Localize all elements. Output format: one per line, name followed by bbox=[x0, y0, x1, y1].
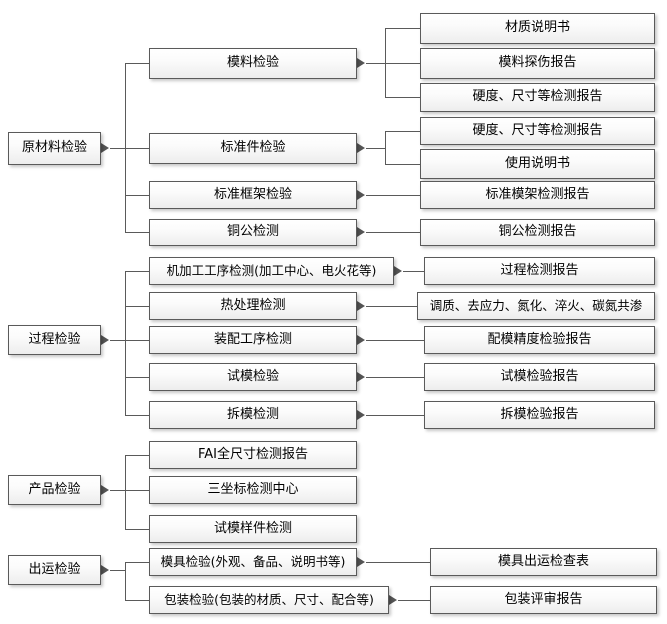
connector-process-d1 bbox=[403, 271, 425, 272]
node-process-c2[interactable]: 热处理检测 bbox=[149, 292, 357, 320]
connector-shipment-spine bbox=[125, 562, 126, 600]
arrow-shipment-c2 bbox=[389, 595, 397, 605]
node-process-c1[interactable]: 机加工工序检测(加工中心、电火花等) bbox=[149, 257, 394, 285]
node-shipment-d1[interactable]: 模具出运检查表 bbox=[430, 548, 657, 576]
arrow-process-c3 bbox=[357, 335, 365, 345]
connector-process-c5 bbox=[125, 415, 150, 416]
connector-process-d3 bbox=[366, 340, 424, 341]
node-process-c5[interactable]: 拆模检测 bbox=[149, 401, 357, 429]
connector-process-root bbox=[110, 340, 126, 341]
connector-process-d5 bbox=[366, 415, 424, 416]
connector-raw-c2-in bbox=[366, 148, 386, 149]
connector-product-root bbox=[110, 490, 126, 491]
node-raw-c4[interactable]: 铜公检测 bbox=[149, 219, 357, 246]
arrow-process-root bbox=[101, 335, 109, 345]
arrow-raw-c3 bbox=[357, 190, 365, 200]
node-process-d3[interactable]: 配模精度检验报告 bbox=[424, 326, 655, 354]
connector-process-c4 bbox=[125, 377, 150, 378]
node-process-d4[interactable]: 试模检验报告 bbox=[424, 363, 655, 391]
arrow-product-root bbox=[101, 485, 109, 495]
connector-raw-d1 bbox=[385, 28, 421, 29]
node-shipment-root[interactable]: 出运检验 bbox=[8, 555, 101, 585]
node-raw-d4[interactable]: 硬度、尺寸等检测报告 bbox=[420, 117, 655, 145]
connector-product-c1 bbox=[125, 455, 150, 456]
connector-product-c3 bbox=[125, 529, 150, 530]
connector-raw-d4 bbox=[385, 131, 421, 132]
arrow-process-c2 bbox=[357, 301, 365, 311]
node-product-c2[interactable]: 三坐标检测中心 bbox=[149, 476, 357, 504]
node-process-c3[interactable]: 装配工序检测 bbox=[149, 326, 357, 354]
arrow-shipment-root bbox=[101, 565, 109, 575]
connector-raw-c2-spine bbox=[385, 131, 386, 164]
node-shipment-c2[interactable]: 包装检验(包装的材质、尺寸、配合等) bbox=[149, 586, 389, 614]
node-product-root[interactable]: 产品检验 bbox=[8, 475, 101, 505]
connector-raw-c3 bbox=[125, 195, 150, 196]
connector-process-d2 bbox=[366, 306, 418, 307]
connector-shipment-c2 bbox=[125, 600, 150, 601]
node-raw-d6[interactable]: 标准模架检测报告 bbox=[420, 181, 655, 209]
connector-process-c3 bbox=[125, 340, 150, 341]
node-shipment-d2[interactable]: 包装评审报告 bbox=[430, 586, 657, 614]
node-raw-c2[interactable]: 标准件检验 bbox=[149, 133, 357, 164]
connector-raw-d2 bbox=[385, 63, 421, 64]
connector-raw-d6 bbox=[366, 195, 422, 196]
connector-raw-c1-in bbox=[366, 63, 386, 64]
connector-raw-d7 bbox=[366, 232, 422, 233]
connector-raw-c4 bbox=[125, 232, 150, 233]
arrow-raw-root bbox=[101, 143, 109, 153]
node-raw-c1[interactable]: 模料检验 bbox=[149, 48, 357, 79]
connector-raw-d5 bbox=[385, 164, 421, 165]
connector-raw-d3 bbox=[385, 97, 421, 98]
arrow-process-c1 bbox=[394, 266, 402, 276]
connector-raw-c1-spine bbox=[385, 28, 386, 97]
connector-raw-c1 bbox=[125, 63, 150, 64]
node-process-d5[interactable]: 拆模检验报告 bbox=[424, 401, 655, 429]
node-raw-d5[interactable]: 使用说明书 bbox=[420, 149, 655, 179]
arrow-raw-c2 bbox=[357, 143, 365, 153]
node-process-root[interactable]: 过程检验 bbox=[8, 325, 101, 355]
arrow-shipment-c1 bbox=[357, 557, 365, 567]
node-raw-c3[interactable]: 标准框架检验 bbox=[149, 181, 357, 209]
node-process-d1[interactable]: 过程检测报告 bbox=[424, 257, 655, 285]
node-raw-material-root[interactable]: 原材料检验 bbox=[8, 132, 101, 165]
connector-raw-c2 bbox=[125, 148, 150, 149]
node-process-d2[interactable]: 调质、去应力、氮化、淬火、碳氮共渗 bbox=[417, 292, 655, 320]
node-raw-d1[interactable]: 材质说明书 bbox=[420, 13, 655, 44]
arrow-process-c4 bbox=[357, 372, 365, 382]
node-product-c1[interactable]: FAI全尺寸检测报告 bbox=[149, 441, 357, 469]
connector-process-c1 bbox=[125, 271, 150, 272]
arrow-raw-c1 bbox=[357, 58, 365, 68]
node-process-c4[interactable]: 试模检验 bbox=[149, 363, 357, 391]
connector-raw-root bbox=[110, 148, 126, 149]
node-product-c3[interactable]: 试模样件检测 bbox=[149, 515, 357, 543]
arrow-process-c5 bbox=[357, 410, 365, 420]
connector-shipment-d2 bbox=[398, 600, 430, 601]
connector-process-c2 bbox=[125, 306, 150, 307]
connector-process-d4 bbox=[366, 377, 424, 378]
connector-process-spine bbox=[125, 271, 126, 415]
node-raw-d7[interactable]: 铜公检测报告 bbox=[420, 219, 655, 246]
arrow-raw-c4 bbox=[357, 227, 365, 237]
connector-product-spine bbox=[125, 455, 126, 529]
connector-shipment-d1 bbox=[366, 562, 430, 563]
node-raw-d2[interactable]: 模料探伤报告 bbox=[420, 48, 655, 79]
node-shipment-c1[interactable]: 模具检验(外观、备品、说明书等) bbox=[149, 548, 357, 576]
connector-shipment-c1 bbox=[125, 562, 150, 563]
connector-product-c2 bbox=[125, 490, 150, 491]
connector-shipment-root bbox=[110, 570, 126, 571]
node-raw-d3[interactable]: 硬度、尺寸等检测报告 bbox=[420, 83, 655, 112]
